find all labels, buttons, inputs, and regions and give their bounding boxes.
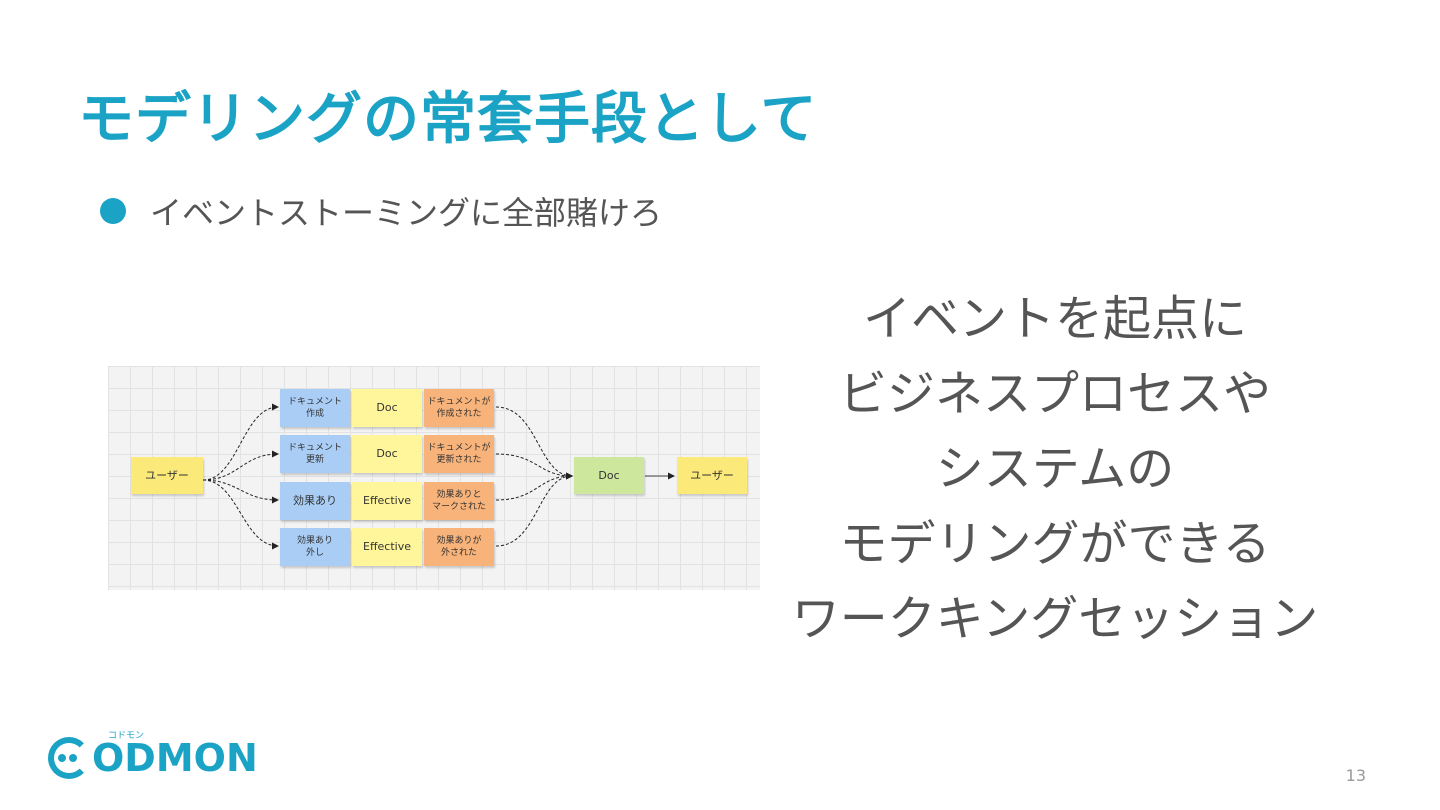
bullet-item: イベントストーミングに全部賭けろ bbox=[100, 188, 662, 234]
command-mark-effective: 効果あり bbox=[280, 482, 350, 520]
logo-subtext: コドモン bbox=[108, 731, 145, 741]
aggregate-doc-1: Doc bbox=[352, 389, 422, 427]
command-unmark-effective: 効果あり 外し bbox=[280, 528, 350, 566]
codmon-logo: ODMON コドモン bbox=[48, 731, 258, 780]
readmodel-doc: Doc bbox=[574, 457, 644, 494]
actor-user-left: ユーザー bbox=[131, 457, 203, 494]
statement-line: システムの bbox=[935, 441, 1175, 497]
bullet-text: イベントストーミングに全部賭けろ bbox=[150, 194, 663, 232]
bullet-dot-icon bbox=[100, 198, 126, 224]
statement-line: ビジネスプロセスや bbox=[838, 366, 1271, 422]
event-effective-removed: 効果ありが 外された bbox=[424, 528, 494, 566]
aggregate-effective-2: Effective bbox=[352, 528, 422, 566]
event-storming-board: ユーザー ドキュメント 作成 Doc ドキュメントが 作成された ドキュメント … bbox=[108, 366, 760, 590]
logo-wordmark: ODMON bbox=[92, 736, 258, 780]
flow-arrows bbox=[202, 403, 675, 550]
aggregate-doc-2: Doc bbox=[352, 435, 422, 473]
command-create-document: ドキュメント 作成 bbox=[280, 389, 350, 427]
actor-user-right: ユーザー bbox=[677, 457, 747, 494]
logo-face-icon bbox=[48, 737, 90, 779]
slide-title: モデリングの常套手段として bbox=[78, 87, 818, 152]
key-statement: イベントを起点に ビジネスプロセスや システムの モデリングができる ワークキン… bbox=[790, 282, 1320, 657]
event-document-created: ドキュメントが 作成された bbox=[424, 389, 494, 427]
event-marked-effective: 効果ありと マークされた bbox=[424, 482, 494, 520]
event-document-updated: ドキュメントが 更新された bbox=[424, 435, 494, 473]
statement-line: イベントを起点に bbox=[862, 291, 1247, 347]
command-update-document: ドキュメント 更新 bbox=[280, 435, 350, 473]
aggregate-effective-1: Effective bbox=[352, 482, 422, 520]
statement-line: ワークキングセッション bbox=[791, 591, 1319, 647]
statement-line: モデリングができる bbox=[839, 516, 1271, 572]
page-number: 13 bbox=[1345, 766, 1366, 785]
